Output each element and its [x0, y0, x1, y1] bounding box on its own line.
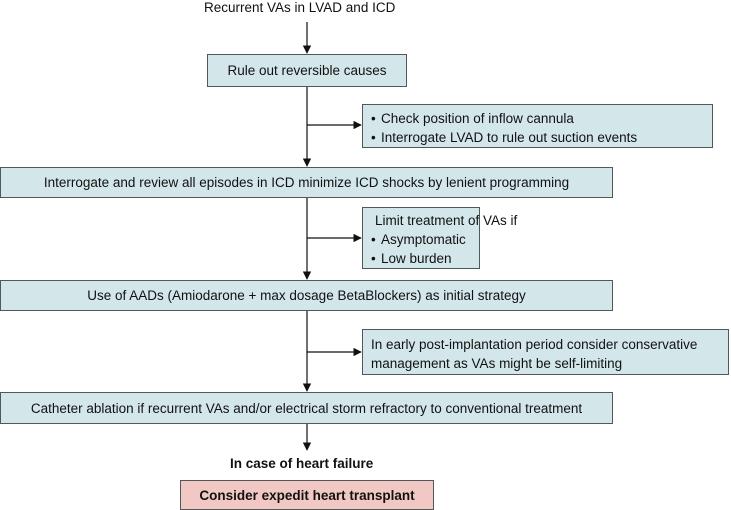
note-line: management as VAs might be self-limiting: [371, 356, 623, 371]
note-lvad-checks: Check position of inflow cannula Interro…: [362, 104, 713, 148]
condition-label: In case of heart failure: [230, 456, 374, 471]
step-interrogate-icd: Interrogate and review all episodes in I…: [0, 167, 613, 198]
final-outcome-text: Consider expedit heart transplant: [199, 487, 415, 503]
step-interrogate-icd-text: Interrogate and review all episodes in I…: [43, 175, 570, 190]
note-line: In early post-implantation period consid…: [371, 337, 698, 352]
diagram-title: Recurrent VAs in LVAD and ICD: [204, 0, 396, 15]
note-item: Check position of inflow cannula: [371, 109, 712, 128]
note-item: Low burden: [371, 249, 479, 268]
step-aads: Use of AADs (Amiodarone + max dosage Bet…: [0, 280, 613, 311]
note-lvad-checks-list: Check position of inflow cannula Interro…: [371, 109, 712, 147]
step-catheter-ablation-text: Catheter ablation if recurrent VAs and/o…: [30, 400, 583, 416]
step-rule-out-causes-text: Rule out reversible causes: [227, 63, 387, 78]
note-item: Interrogate LVAD to rule out suction eve…: [371, 128, 712, 147]
step-catheter-ablation: Catheter ablation if recurrent VAs and/o…: [0, 392, 613, 424]
note-heading: Limit treatment of VAs if: [375, 213, 518, 228]
step-aads-text: Use of AADs (Amiodarone + max dosage Bet…: [87, 288, 526, 303]
note-limit-treatment-list: Asymptomatic Low burden: [371, 230, 479, 268]
note-item: Asymptomatic: [371, 230, 479, 249]
final-outcome: Consider expedit heart transplant: [180, 480, 434, 510]
step-rule-out-causes: Rule out reversible causes: [207, 54, 407, 87]
note-limit-treatment: Limit treatment of VAs if Asymptomatic L…: [362, 207, 518, 269]
note-early-post-implantation: In early post-implantation period consid…: [362, 329, 729, 375]
